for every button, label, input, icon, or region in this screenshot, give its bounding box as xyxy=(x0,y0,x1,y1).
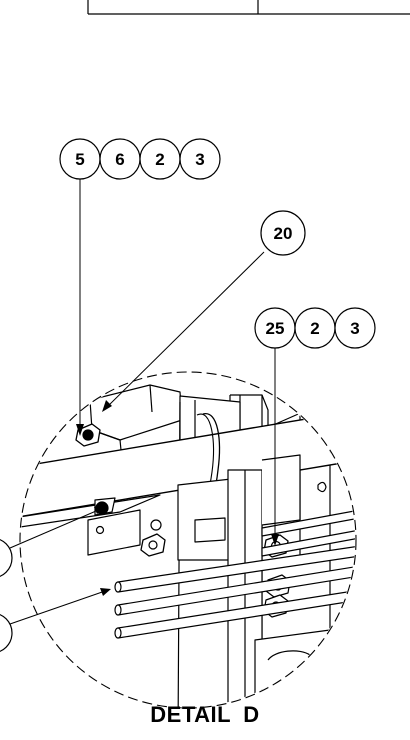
svg-text:2: 2 xyxy=(310,319,319,338)
balloon-partial-left-lower xyxy=(0,614,13,652)
bolt-middle xyxy=(140,533,166,557)
svg-text:3: 3 xyxy=(350,319,359,338)
mechanical-assembly xyxy=(21,384,355,707)
detail-boundary-circle xyxy=(19,371,357,709)
leader-lines xyxy=(9,178,276,625)
balloon-2-right: 2 xyxy=(294,307,336,349)
balloon-20: 20 xyxy=(260,210,306,256)
arrowheads xyxy=(76,400,279,596)
balloon-5: 5 xyxy=(59,138,101,180)
svg-text:3: 3 xyxy=(195,150,204,169)
svg-text:2: 2 xyxy=(155,150,164,169)
svg-text:5: 5 xyxy=(75,150,84,169)
balloon-2-top: 2 xyxy=(139,138,181,180)
balloon-25: 25 xyxy=(254,307,296,349)
title-block-fragment xyxy=(87,0,410,15)
balloon-partial-left-upper xyxy=(0,539,13,577)
svg-text:25: 25 xyxy=(266,319,285,338)
balloon-3-right: 3 xyxy=(334,307,376,349)
balloon-6: 6 xyxy=(99,138,141,180)
detail-caption: DETAIL D xyxy=(150,702,260,727)
svg-text:20: 20 xyxy=(274,224,293,243)
svg-text:6: 6 xyxy=(115,150,124,169)
balloon-3-top: 3 xyxy=(179,138,221,180)
